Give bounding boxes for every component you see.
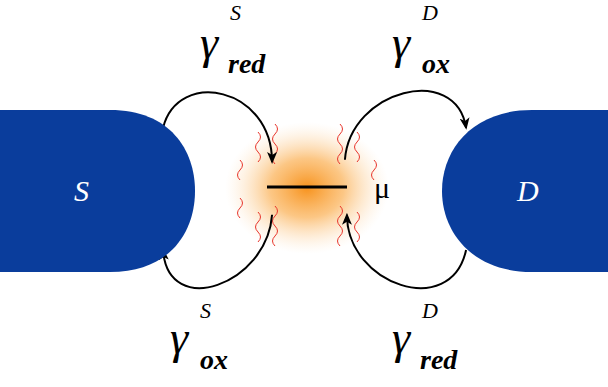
source-electrode: S — [0, 110, 195, 272]
heat-glow — [225, 122, 389, 254]
rate-symbol: γ — [200, 20, 218, 66]
molecular-level: μ — [262, 140, 417, 250]
rate-symbol: γ — [392, 20, 410, 66]
molecular-level-outline — [262, 140, 417, 250]
rate-subscript: ox — [422, 50, 450, 78]
node-label: S — [74, 176, 89, 206]
vibration-waves — [238, 124, 377, 246]
rate-symbol: γ — [170, 315, 188, 361]
transfer-arrow — [347, 215, 466, 288]
source-electrode-outline — [0, 110, 195, 272]
rate-subscript: ox — [200, 346, 228, 374]
rate-superscript: D — [422, 2, 438, 24]
rate-superscript: S — [230, 2, 241, 24]
rate-superscript: D — [422, 300, 438, 322]
drain-electrode: D — [437, 110, 608, 272]
rate-superscript: S — [200, 300, 211, 322]
rate-symbol: γ — [392, 315, 410, 361]
rate-subscript: red — [420, 346, 457, 374]
node-label: μ — [374, 173, 390, 203]
transfer-arrow — [345, 91, 466, 160]
rate-subscript: red — [228, 50, 265, 78]
node-label: D — [517, 176, 539, 206]
